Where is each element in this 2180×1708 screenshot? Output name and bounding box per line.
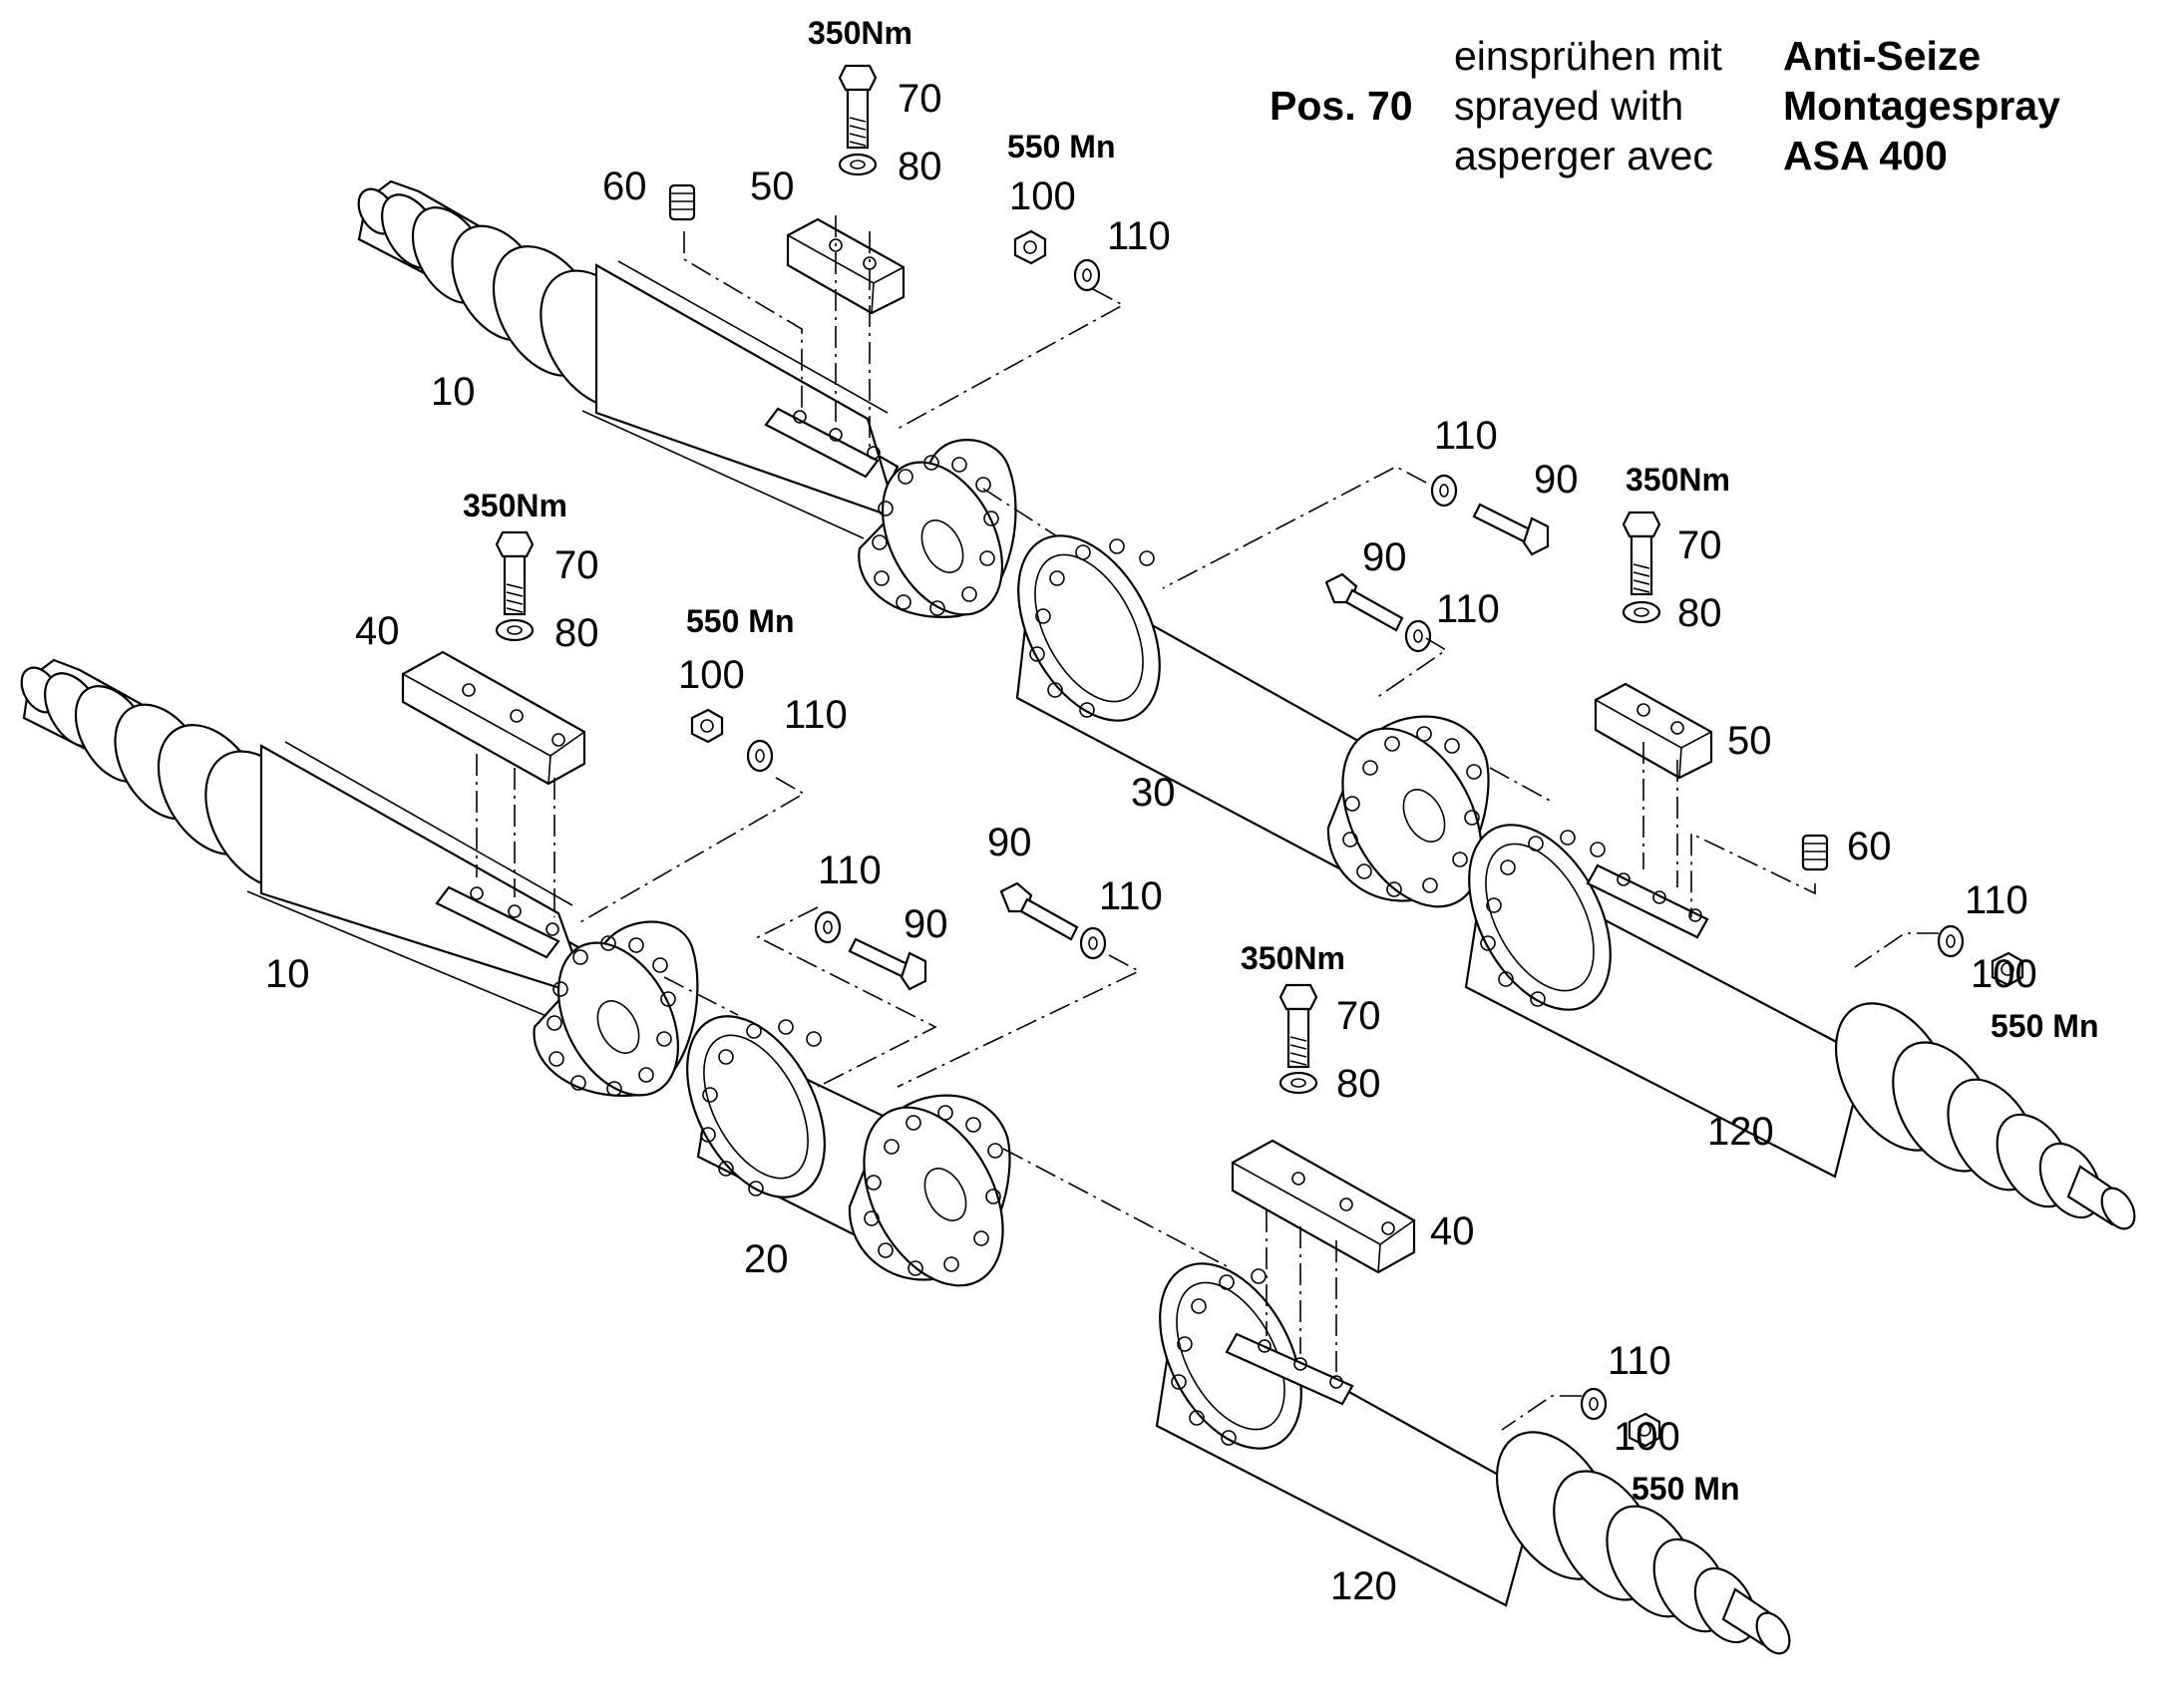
note-line-fr: asperger avec (1454, 133, 1713, 178)
assembly-lines (476, 215, 1939, 1431)
label-bolt-70-right: 70 (1677, 523, 1722, 567)
screw-90-upper-right (1430, 474, 1550, 556)
bolt-70-upper (838, 64, 878, 176)
label-bolt-70-left: 70 (554, 543, 599, 587)
label-screw-90-lower-right: 90 (987, 821, 1032, 864)
drum-30 (1015, 534, 1490, 908)
drum-20 (686, 1015, 1011, 1287)
nut-100-bottom (1580, 1387, 1661, 1448)
bolt-70-left (495, 530, 535, 642)
clamp-50-right (1594, 682, 1713, 780)
label-torque-bolt-upper: 350Nm (808, 15, 912, 51)
label-torque-nut-bottom: 550 Mn (1632, 1471, 1739, 1507)
label-washer-110-upper-right: 110 (1434, 414, 1498, 458)
label-bolt-70-bottom: 70 (1336, 994, 1381, 1038)
lower-shaft-10 (20, 658, 699, 1097)
screw-90-lower-right (999, 881, 1107, 960)
label-clamp-50-right: 50 (1727, 719, 1772, 763)
label-shaft-120-bottom: 120 (1330, 1564, 1397, 1608)
label-washer-110-lower-right: 110 (1099, 874, 1163, 918)
nut-100-left (690, 708, 774, 773)
label-screw-90-upper-right: 90 (1534, 458, 1579, 502)
note-line-en: sprayed with (1454, 83, 1683, 129)
note-product-3: ASA 400 (1783, 133, 1948, 178)
callout-labels: 10 10 20 30 40 40 50 50 60 60 350Nm 70 8… (265, 15, 2098, 1608)
label-bolt-70-upper: 70 (898, 77, 942, 121)
label-nut-100-upper: 100 (1009, 174, 1076, 218)
label-pin-60-upper: 60 (602, 165, 647, 208)
label-nut-100-right: 100 (1971, 952, 2037, 996)
note-line-de: einsprühen mit (1454, 33, 1723, 79)
label-washer-110-middle: 110 (1436, 587, 1500, 631)
label-clamp-40-bottom: 40 (1430, 1209, 1475, 1253)
assembly-note: Pos. 70 einsprühen mit sprayed with aspe… (1270, 33, 2060, 178)
label-washer-110-left: 110 (784, 693, 848, 737)
note-product-2: Montagespray (1783, 83, 2060, 129)
label-drum-20: 20 (744, 1237, 789, 1281)
screw-90-middle (1324, 572, 1432, 653)
note-product-1: Anti-Seize (1783, 33, 1981, 79)
note-position-label: Pos. 70 (1270, 83, 1413, 129)
label-screw-90-lower-left: 90 (904, 902, 948, 946)
right-shaft-120 (1464, 824, 2136, 1230)
pin-60-right (1801, 834, 1829, 871)
label-pin-60-right: 60 (1847, 825, 1892, 868)
label-shaft-10-upper: 10 (431, 370, 476, 414)
label-nut-100-bottom: 100 (1614, 1415, 1680, 1459)
label-shaft-10-lower: 10 (265, 952, 310, 996)
label-nut-100-left: 100 (678, 653, 745, 697)
pin-60-upper (668, 183, 696, 221)
label-washer-80-bottom: 80 (1336, 1062, 1381, 1106)
label-washer-110-bottom: 110 (1608, 1339, 1671, 1383)
label-washer-80-upper: 80 (898, 145, 942, 188)
clamp-40-left (401, 650, 586, 786)
label-shaft-120-right: 120 (1707, 1110, 1774, 1154)
bolt-70-bottom (1278, 983, 1318, 1095)
label-washer-80-right: 80 (1677, 591, 1722, 635)
bottom-shaft-120 (1155, 1262, 1791, 1655)
label-torque-nut-left: 550 Mn (686, 603, 794, 639)
label-washer-110-lower-left: 110 (818, 849, 882, 892)
bolt-70-right (1622, 511, 1661, 624)
label-torque-bolt-left: 350Nm (463, 488, 567, 523)
label-clamp-40-left: 40 (355, 609, 400, 653)
label-washer-110-upper: 110 (1107, 214, 1171, 258)
label-torque-bolt-right: 350Nm (1626, 462, 1730, 498)
label-drum-30: 30 (1131, 771, 1176, 815)
label-screw-90-middle: 90 (1362, 535, 1407, 579)
label-washer-110-right: 110 (1965, 878, 2028, 922)
label-torque-bolt-bottom: 350Nm (1241, 940, 1345, 976)
upper-shaft-10 (357, 179, 1017, 618)
nut-100-right (1937, 924, 2024, 987)
clamp-40-bottom (1231, 1139, 1416, 1274)
label-torque-nut-right: 550 Mn (1991, 1008, 2098, 1044)
nut-100-upper (1013, 229, 1101, 292)
label-clamp-50-upper: 50 (750, 165, 795, 208)
clamp-50-upper (786, 217, 906, 315)
label-torque-nut-upper: 550 Mn (1007, 129, 1115, 165)
label-washer-80-left: 80 (554, 611, 599, 655)
screw-90-lower-left (814, 910, 927, 991)
